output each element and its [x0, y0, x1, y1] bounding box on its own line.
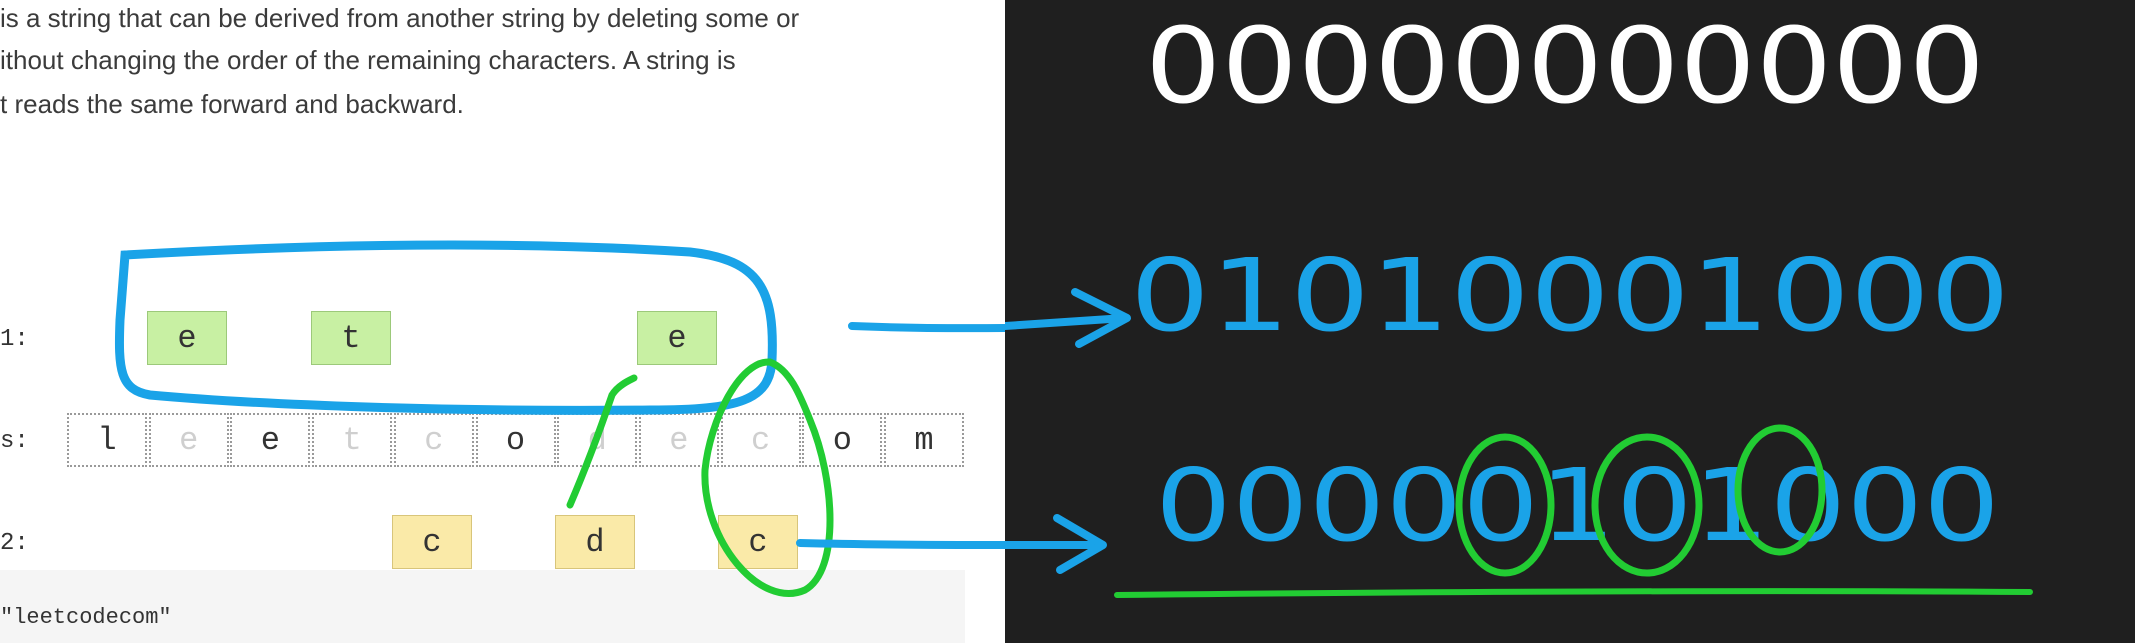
subsequence2-cell: c [392, 515, 472, 569]
green-highlight-circle [1591, 433, 1703, 577]
blue-arrow-bottom [796, 539, 1005, 549]
description-line-2: ithout changing the order of the remaini… [0, 45, 736, 75]
string-s-cell: e [230, 413, 311, 467]
left-annotations [114, 240, 1005, 597]
subsequence1-cell: e [637, 311, 717, 365]
blue-lasso-outline [114, 240, 777, 415]
problem-illustration-panel: is a string that can be derived from ano… [0, 0, 1005, 643]
handwritten-line-1: 00000000000 [1145, 5, 1985, 127]
row2-label: 2: [0, 530, 29, 557]
row-s-label: s: [0, 428, 29, 455]
string-s-cell: t [312, 413, 393, 467]
green-underline [1114, 588, 2033, 598]
whiteboard-drawing: 00000000000 01010001000 00000101000 [1005, 5, 2033, 598]
string-s-cell: c [720, 413, 801, 467]
subsequence2-cell: d [555, 515, 635, 569]
string-s-cell: l [67, 413, 147, 467]
blue-arrow-top [848, 322, 1005, 333]
subsequence1-cell: e [147, 311, 227, 365]
green-highlight-circle [1455, 433, 1555, 577]
handwritten-line-3: 00000101000 [1155, 447, 2000, 564]
green-lasso-c [701, 358, 834, 597]
handwritten-line-2: 01010001000 [1130, 237, 2010, 354]
whiteboard-panel: 00000000000 01010001000 00000101000 [1005, 0, 2135, 643]
description-line-1: is a string that can be derived from ano… [0, 3, 800, 33]
subsequence1-cell: t [311, 311, 391, 365]
example-code-bar [0, 570, 965, 643]
green-stroke-d [566, 374, 638, 509]
description-line-3: t reads the same forward and backward. [0, 89, 464, 119]
example-code-text: "leetcodecom" [0, 605, 172, 630]
blue-arrowhead-bottom [1053, 514, 1107, 574]
green-highlight-circle [1734, 424, 1826, 556]
blue-arrowhead-top [1071, 288, 1131, 348]
blue-arrow-top-continuation [1005, 314, 1129, 330]
row1-label: 1: [0, 326, 29, 353]
string-s-cell: e [148, 413, 229, 467]
string-s-cell: m [884, 413, 964, 467]
string-s-cell: c [393, 413, 474, 467]
